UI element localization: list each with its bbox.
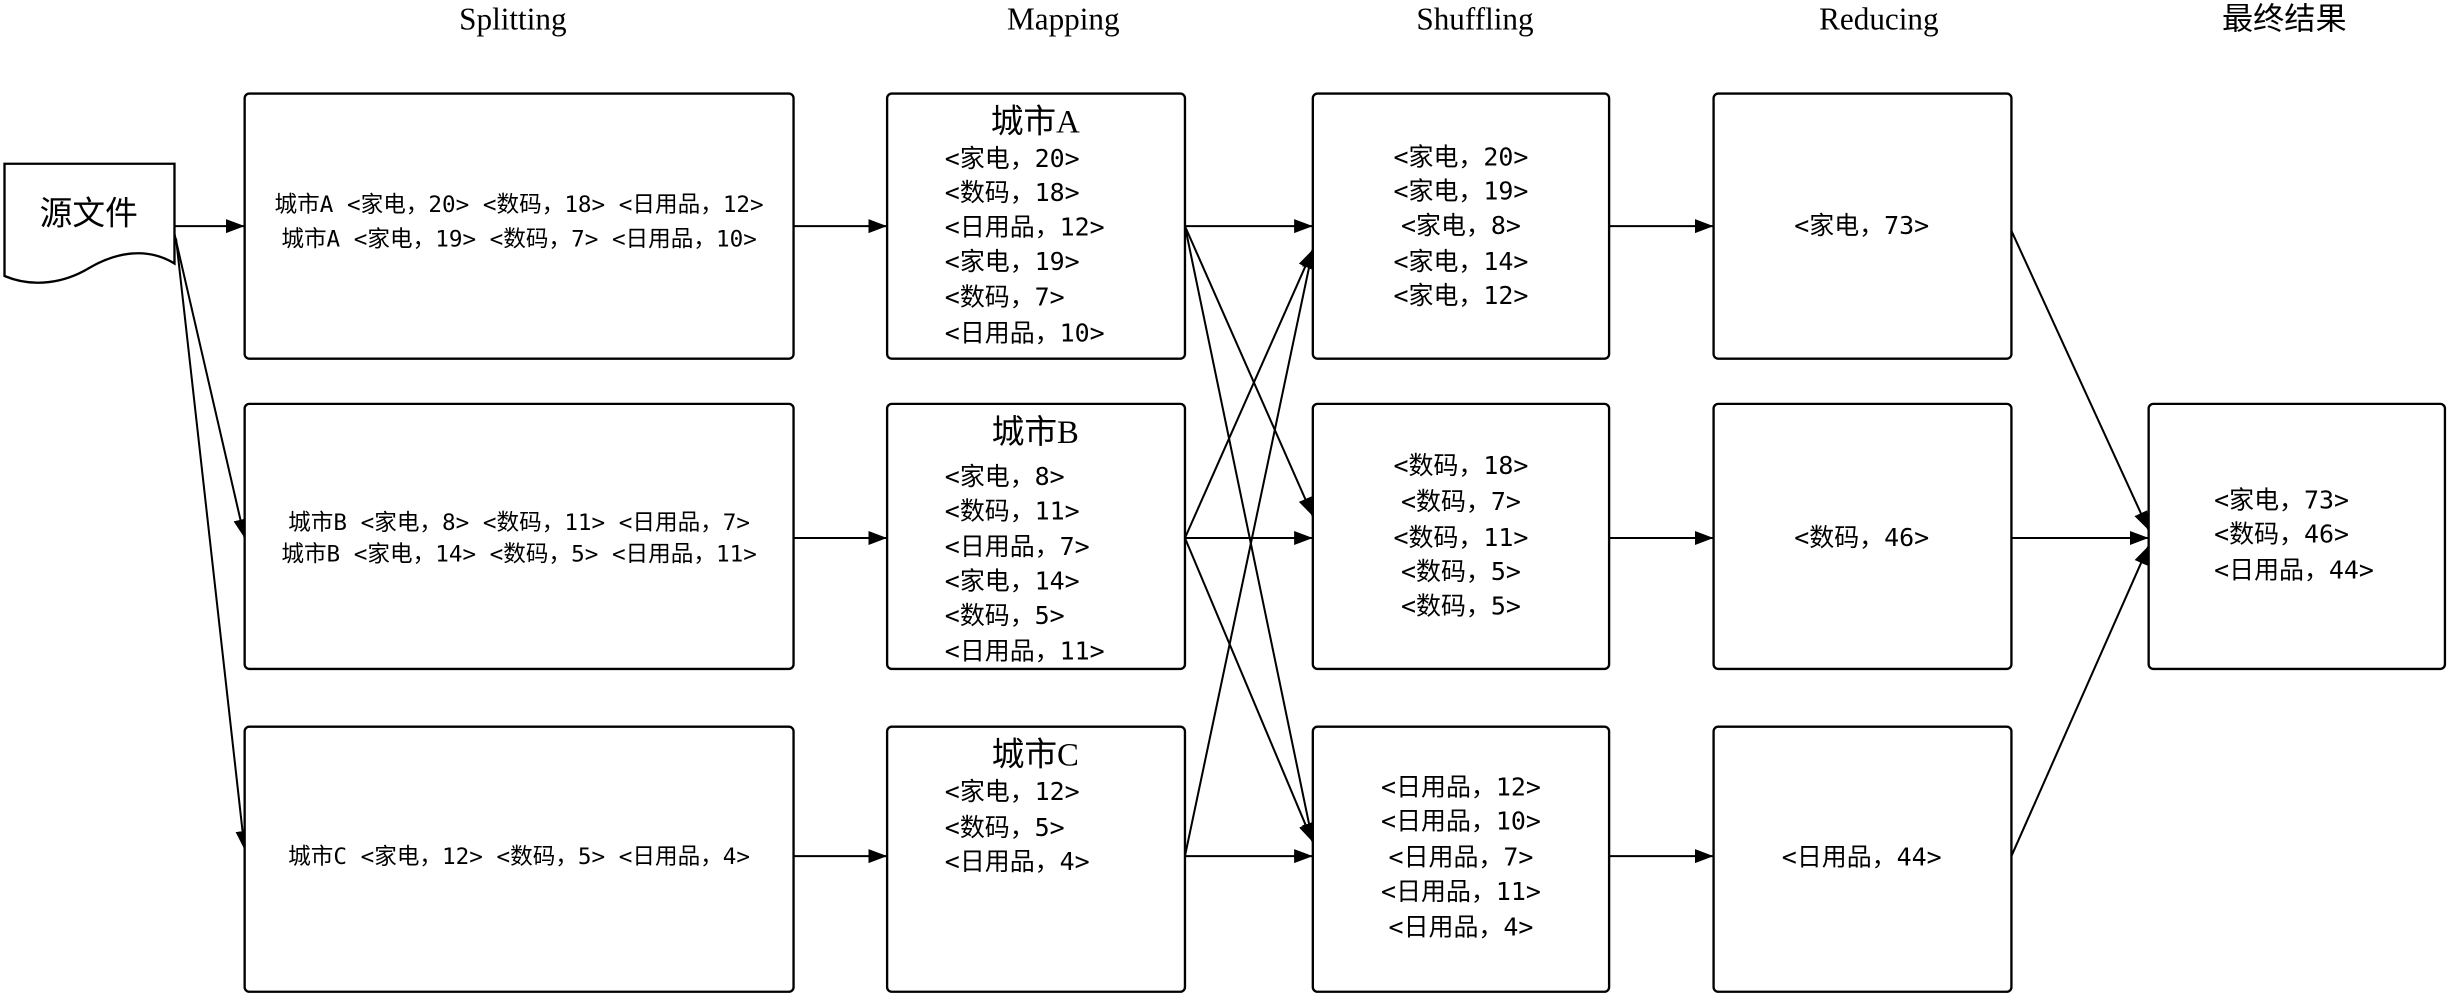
shuffle-pair: <日用品，4> — [1389, 913, 1534, 942]
arrow-map-a-to-shuffle-3 — [1183, 225, 1316, 843]
map-box-frame — [885, 92, 1187, 360]
split-line: 城市C <家电，12> <数码，5> <日用品，4> — [288, 844, 750, 870]
arrow-source-to-split-b — [173, 233, 248, 539]
shuffle-box-1: <家电，20> <家电，19> <家电，8> <家电，14> <家电，12> — [1311, 92, 1611, 360]
arrow-map-b-to-shuffle-3 — [1184, 537, 1314, 843]
map-pair: <日用品，12> — [945, 212, 1105, 241]
shuffle-pair: <数码，18> — [1394, 451, 1529, 480]
result-pair: <数码，46> — [2214, 520, 2349, 549]
split-box-a: 城市A <家电，20> <数码，18> <日用品，12> 城市A <家电，19>… — [243, 92, 795, 360]
shuffle-pair: <数码，5> — [1401, 591, 1521, 620]
shuffle-pair: <家电，8> — [1401, 211, 1521, 240]
map-box-b: 城市B <家电，8> <数码，11> <日用品，7> <家电，14> <数码，5… — [885, 402, 1187, 671]
map-box-frame — [885, 725, 1187, 993]
reduce-box-frame — [1712, 402, 2013, 671]
shuffle-pair: <数码，7> — [1401, 487, 1521, 516]
split-line: 城市B <家电，14> <数码，5> <日用品，11> — [281, 541, 757, 567]
shuffle-pair: <日用品，7> — [1389, 842, 1534, 871]
shuffle-pair: <日用品，12> — [1381, 772, 1541, 801]
arrows — [173, 219, 2150, 864]
map-pair: <数码，7> — [945, 283, 1065, 312]
map-pair: <日用品，4> — [945, 847, 1090, 876]
map-pair: <日用品，10> — [945, 319, 1105, 348]
map-box-title: 城市A — [991, 104, 1080, 141]
split-box-c: 城市C <家电，12> <数码，5> <日用品，4> — [243, 725, 795, 993]
reduce-box-3: <日用品，44> — [1712, 725, 2013, 993]
map-box-title: 城市C — [992, 737, 1079, 774]
split-box-b: 城市B <家电，8> <数码，11> <日用品，7> 城市B <家电，14> <… — [243, 402, 795, 671]
map-pair: <家电，14> — [945, 566, 1080, 595]
source-file-label: 源文件 — [40, 196, 138, 233]
stage-headers: Splitting Mapping Shuffling Reducing 最终结… — [459, 2, 2346, 37]
split-box-frame — [243, 725, 795, 993]
reduce-pair: <家电，73> — [1794, 211, 1929, 240]
reduce-box-frame — [1712, 725, 2013, 993]
result-box: <家电，73> <数码，46> <日用品，44> — [2147, 402, 2447, 671]
arrow-reduce-to-result-1 — [2010, 230, 2150, 531]
stage-header-shuffling: Shuffling — [1416, 2, 1533, 37]
map-pair: <家电，20> — [945, 144, 1080, 173]
result-box-frame — [2147, 402, 2447, 671]
shuffle-box-frame — [1311, 402, 1611, 671]
arrow-map-c-to-shuffle-1 — [1183, 249, 1316, 857]
shuffle-pair: <家电，12> — [1394, 281, 1529, 310]
map-box-c: 城市C <家电，12> <数码，5> <日用品，4> — [885, 725, 1187, 993]
result-pair: <家电，73> — [2214, 485, 2349, 514]
map-pair: <日用品，7> — [945, 532, 1090, 561]
split-box-frame — [243, 402, 795, 671]
shuffle-pair: <家电，19> — [1394, 177, 1529, 206]
map-pair: <家电，19> — [945, 247, 1080, 276]
stage-header-splitting: Splitting — [459, 2, 566, 37]
map-pair: <数码，5> — [945, 601, 1065, 630]
reduce-box-2: <数码，46> — [1712, 402, 2013, 671]
shuffle-pair: <数码，5> — [1401, 557, 1521, 586]
shuffle-box-frame — [1311, 92, 1611, 360]
shuffle-pair: <数码，11> — [1394, 523, 1529, 552]
split-line: 城市B <家电，8> <数码，11> <日用品，7> — [288, 510, 750, 536]
map-pair: <家电，12> — [945, 777, 1080, 806]
map-pair: <数码，5> — [945, 813, 1065, 842]
split-line: 城市A <家电，20> <数码，18> <日用品，12> — [275, 192, 764, 218]
shuffle-box-3: <日用品，12> <日用品，10> <日用品，7> <日用品，11> <日用品，… — [1311, 725, 1611, 993]
stage-header-mapping: Mapping — [1007, 2, 1120, 37]
split-line: 城市A <家电，19> <数码，7> <日用品，10> — [281, 226, 757, 252]
shuffle-box-frame — [1311, 725, 1611, 993]
stage-header-reducing: Reducing — [1819, 2, 1938, 37]
shuffle-pair: <家电，20> — [1394, 142, 1529, 171]
shuffle-box-2: <数码，18> <数码，7> <数码，11> <数码，5> <数码，5> — [1311, 402, 1611, 671]
arrow-reduce-to-result-3 — [2010, 545, 2150, 857]
shuffle-pair: <日用品，10> — [1381, 807, 1541, 836]
reduce-box-1: <家电，73> — [1712, 92, 2013, 360]
map-pair: <数码，18> — [945, 178, 1080, 207]
arrow-map-a-to-shuffle-2 — [1184, 225, 1314, 517]
source-file-node: 源文件 — [3, 162, 176, 284]
arrow-source-to-split-c — [175, 238, 250, 850]
map-pair: <数码，11> — [945, 496, 1080, 525]
reduce-pair: <数码，46> — [1794, 523, 1929, 552]
result-pair: <日用品，44> — [2214, 556, 2374, 585]
arrow-map-b-to-shuffle-1 — [1184, 249, 1314, 539]
map-box-title: 城市B — [992, 414, 1079, 451]
document-shape — [3, 162, 176, 284]
reduce-box-frame — [1712, 92, 2013, 360]
shuffle-pair: <日用品，11> — [1381, 877, 1541, 906]
map-box-frame — [885, 402, 1187, 671]
split-box-frame — [243, 92, 795, 360]
map-box-a: 城市A <家电，20> <数码，18> <日用品，12> <家电，19> <数码… — [885, 92, 1187, 360]
reduce-pair: <日用品，44> — [1782, 842, 1942, 871]
stage-header-result: 最终结果 — [2222, 2, 2347, 37]
map-pair: <家电，8> — [945, 462, 1065, 491]
shuffle-pair: <家电，14> — [1394, 247, 1529, 276]
map-pair: <日用品，11> — [945, 637, 1105, 666]
